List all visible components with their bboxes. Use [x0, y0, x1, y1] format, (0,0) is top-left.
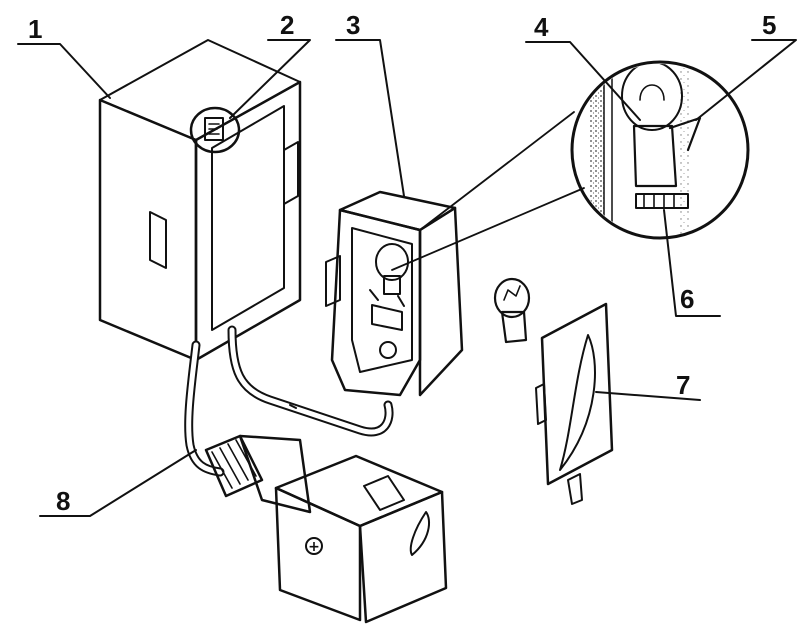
callout-3: 3 [346, 10, 360, 40]
callout-labels: 1 2 3 4 5 6 7 8 [28, 10, 776, 516]
callout-4: 4 [534, 12, 549, 42]
polarity-symbol: + [308, 539, 320, 555]
callout-1: 1 [28, 14, 42, 44]
spare-bulb [493, 277, 531, 344]
callout-5: 5 [762, 10, 776, 40]
lens-cover [535, 302, 614, 505]
callout-8: 8 [56, 486, 70, 516]
callout-2: 2 [280, 10, 294, 40]
detail-magnifier [391, 60, 750, 271]
lamp-housing [98, 39, 302, 362]
callout-6: 6 [680, 284, 694, 314]
callout-leaders [17, 39, 797, 517]
callout-7: 7 [676, 370, 690, 400]
lamp-holder-open [325, 190, 464, 397]
power-plug [204, 434, 448, 624]
cable [184, 325, 394, 477]
